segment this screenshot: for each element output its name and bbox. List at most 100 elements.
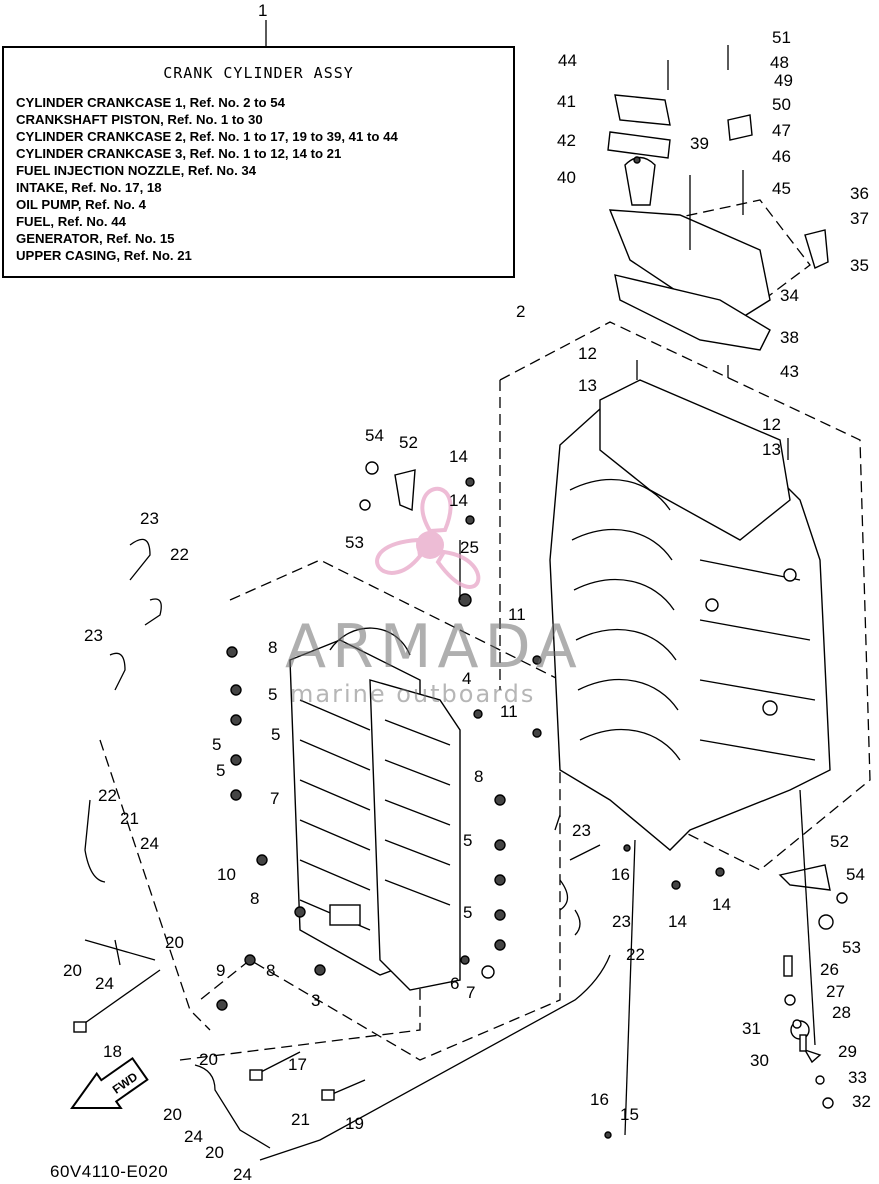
callout-number: 30	[750, 1051, 769, 1070]
callout-number: 20	[63, 961, 82, 980]
callout-number: 28	[832, 1003, 851, 1022]
callout-number: 14	[449, 491, 468, 510]
reference-line: CYLINDER CRANKCASE 2, Ref. No. 1 to 17, …	[16, 129, 398, 144]
callout-number: 39	[690, 134, 709, 153]
callout-number: 33	[848, 1068, 867, 1087]
callout-number: 35	[850, 256, 869, 275]
callout-number: 11	[500, 702, 518, 721]
callout-number: 14	[449, 447, 468, 466]
callout-number: 16	[590, 1090, 609, 1109]
callout-number: 24	[140, 834, 159, 853]
callout-number: 13	[578, 376, 597, 395]
watermark-logo-icon	[375, 486, 481, 589]
callout-number: 12	[762, 415, 781, 434]
figure-code: 60V4110-E020	[50, 1162, 169, 1181]
assembly-info-box: CRANK CYLINDER ASSY CYLINDER CRANKCASE 1…	[2, 46, 515, 278]
callout-number: 46	[772, 147, 791, 166]
callout-number: 20	[199, 1050, 218, 1069]
callout-number: 29	[838, 1042, 857, 1061]
callout-number: 13	[762, 440, 781, 459]
callout-number: 20	[165, 933, 184, 952]
callout-number: 25	[460, 538, 479, 557]
assembly-title: CRANK CYLINDER ASSY	[163, 64, 354, 82]
crankcase-envelope	[499, 321, 871, 871]
callout-number: 36	[850, 184, 869, 203]
callout-number: 24	[95, 974, 114, 993]
callout-number: 8	[250, 889, 259, 908]
callout-number: 3	[311, 991, 320, 1010]
callout-number: 8	[266, 961, 275, 980]
watermark-brand: ARMADA	[285, 612, 583, 682]
callout-number: 23	[612, 912, 631, 931]
callout-number: 34	[780, 286, 799, 305]
reference-line: CYLINDER CRANKCASE 1, Ref. No. 2 to 54	[16, 95, 285, 110]
assembly-reference-list: CYLINDER CRANKCASE 1, Ref. No. 2 to 54 C…	[16, 94, 398, 264]
callout-number: 12	[578, 344, 597, 363]
callout-number: 6	[450, 974, 459, 993]
callout-number: 11	[508, 605, 526, 624]
fwd-arrow-icon: FWD	[70, 1056, 149, 1110]
callout-number: 5	[463, 903, 472, 922]
reference-line: INTAKE, Ref. No. 17, 18	[16, 180, 162, 195]
callout-number: 5	[463, 831, 472, 850]
callout-number: 53	[842, 938, 861, 957]
callout-number: 8	[474, 767, 483, 786]
crankcase-block	[549, 379, 831, 851]
reference-line: CRANKSHAFT PISTON, Ref. No. 1 to 30	[16, 112, 263, 127]
callout-number: 5	[216, 761, 225, 780]
lower-envelope	[179, 980, 421, 1061]
reference-line: GENERATOR, Ref. No. 15	[16, 231, 175, 246]
callout-number: 4	[462, 669, 471, 688]
callout-number: 24	[233, 1165, 252, 1184]
callout-number: 49	[774, 71, 793, 90]
callout-number: 32	[852, 1092, 871, 1111]
callout-number: 54	[846, 865, 865, 884]
callout-number: 2	[516, 302, 525, 321]
reference-line: FUEL INJECTION NOZZLE, Ref. No. 34	[16, 163, 257, 178]
callout-number: 20	[205, 1143, 224, 1162]
callout-number: 7	[270, 789, 279, 808]
callout-number: 44	[558, 51, 577, 70]
callout-number: 23	[572, 821, 591, 840]
callout-number: 42	[557, 131, 576, 150]
callout-number: 38	[780, 328, 799, 347]
callout-number: 45	[772, 179, 791, 198]
exhaust-cover-assembly	[607, 45, 829, 378]
reference-line: UPPER CASING, Ref. No. 21	[16, 248, 192, 263]
callout-number: 16	[611, 865, 630, 884]
cylinder-envelope	[199, 559, 561, 1061]
callout-number: 21	[120, 809, 139, 828]
hose-envelope	[99, 739, 211, 1031]
callout-number: 8	[268, 638, 277, 657]
callout-number: 51	[772, 28, 791, 47]
callout-number: 37	[850, 209, 869, 228]
callout-number: 43	[780, 362, 799, 381]
reference-line: OIL PUMP, Ref. No. 4	[16, 197, 146, 212]
callout-number: 24	[184, 1127, 203, 1146]
callout-number: 9	[216, 961, 225, 980]
callout-number: 18	[103, 1042, 122, 1061]
callout-number: 21	[291, 1110, 310, 1129]
bracket-assembly	[778, 789, 848, 1109]
callout-number: 26	[820, 960, 839, 979]
callout-number: 54	[365, 426, 384, 445]
callout-number: 27	[826, 982, 845, 1001]
callout-number: 22	[98, 786, 117, 805]
callout-number: 52	[830, 832, 849, 851]
callout-number: 47	[772, 121, 791, 140]
callout-number: 15	[620, 1105, 639, 1124]
hoses-and-fittings	[74, 156, 725, 1161]
reference-line: FUEL, Ref. No. 44	[16, 214, 126, 229]
callout-number: 19	[345, 1114, 364, 1133]
callout-number: 10	[217, 865, 236, 884]
reference-line: CYLINDER CRANKCASE 3, Ref. No. 1 to 12, …	[16, 146, 342, 161]
callout-number: 23	[84, 626, 103, 645]
callout-number: 14	[668, 912, 687, 931]
callout-number: 48	[770, 53, 789, 72]
callout-number: 20	[163, 1105, 182, 1124]
callout-number: 17	[288, 1055, 307, 1074]
callout-number: 5	[271, 725, 280, 744]
